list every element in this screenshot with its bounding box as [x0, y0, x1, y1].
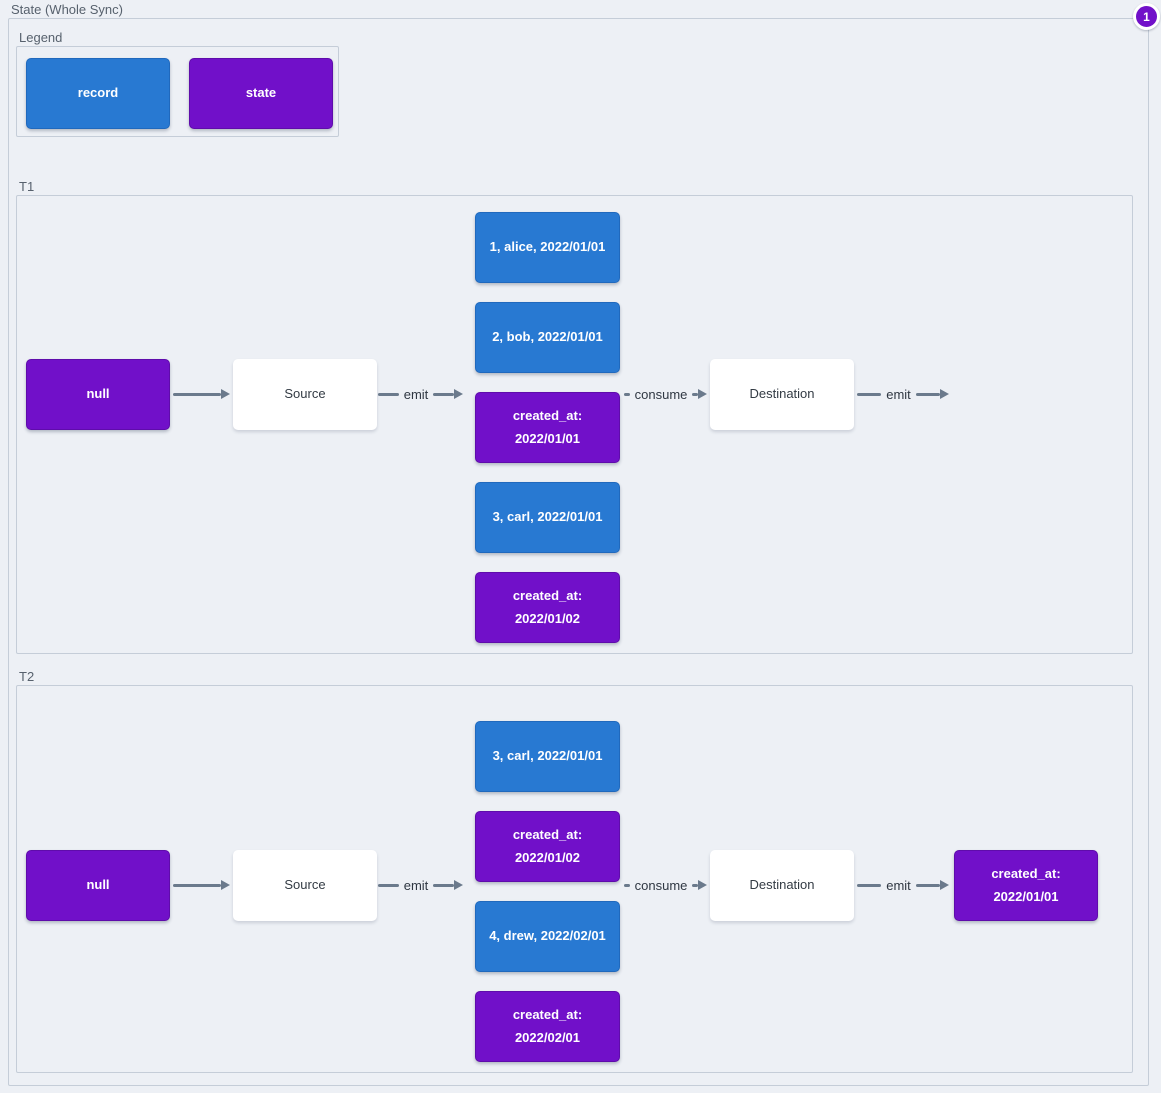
t1-source-node: Source: [233, 359, 377, 430]
stack-node: 1, alice, 2022/01/01: [475, 212, 620, 283]
stack-node: 2, bob, 2022/01/01: [475, 302, 620, 373]
arrowhead-icon: [698, 880, 707, 890]
arrow-line: [692, 392, 698, 396]
section-t2-label: T2: [19, 669, 35, 684]
t1-destination-node: Destination: [710, 359, 854, 430]
arrow-line: [173, 392, 221, 396]
arrowhead-icon: [454, 880, 463, 890]
arrow-label: emit: [403, 386, 429, 402]
arrow-line: [433, 392, 454, 396]
arrow-line: [433, 883, 454, 887]
t2-emit-out-arrow: emit: [857, 877, 949, 893]
t2-null-state-node: null: [26, 850, 170, 921]
section-t1-panel: T1 null Source emit 1, alice, 2022/01/01…: [16, 179, 1133, 654]
arrow-line: [857, 392, 882, 396]
arrowhead-icon: [221, 880, 230, 890]
arrow-label: emit: [403, 877, 429, 893]
arrow-line: [173, 883, 221, 887]
arrow-label: consume: [634, 386, 688, 402]
legend-panel: Legend record state: [16, 30, 339, 137]
stack-node: created_at: 2022/01/01: [475, 392, 620, 463]
legend-items: record state: [26, 58, 333, 129]
t1-message-stack: 1, alice, 2022/01/01 2, bob, 2022/01/01 cr…: [475, 212, 620, 643]
stack-node: 3, carl, 2022/01/01: [475, 721, 620, 792]
section-t2-panel: T2 null Source emit 3, carl, 2022/01/01 c…: [16, 669, 1133, 1073]
step-badge: 1: [1133, 3, 1160, 30]
arrow-label: emit: [886, 877, 911, 893]
legend-label: Legend: [19, 30, 63, 45]
arrow-line: [378, 883, 399, 887]
arrowhead-icon: [940, 389, 949, 399]
stack-node: created_at: 2022/01/02: [475, 811, 620, 882]
arrow-line: [915, 392, 940, 396]
arrowhead-icon: [454, 389, 463, 399]
stack-node: 3, carl, 2022/01/01: [475, 482, 620, 553]
stack-node: created_at: 2022/01/02: [475, 572, 620, 643]
arrow-label: emit: [886, 386, 911, 402]
diagram-title: State (Whole Sync): [11, 2, 123, 17]
arrow-line: [624, 883, 630, 887]
arrow-line: [857, 883, 882, 887]
t2-source-node: Source: [233, 850, 377, 921]
t2-null-to-source-arrow: [173, 878, 230, 892]
state-whole-sync-panel: State (Whole Sync): [8, 2, 1149, 1086]
t1-null-to-source-arrow: [173, 387, 230, 401]
arrow-line: [378, 392, 399, 396]
legend-record-node: record: [26, 58, 170, 129]
stack-node: 4, drew, 2022/02/01: [475, 901, 620, 972]
t2-message-stack: 3, carl, 2022/01/01 created_at: 2022/01/0…: [475, 721, 620, 1062]
stack-node: created_at: 2022/02/01: [475, 991, 620, 1062]
t2-destination-node: Destination: [710, 850, 854, 921]
t1-emit-arrow: emit: [378, 386, 463, 402]
arrow-line: [692, 883, 698, 887]
t1-emit-out-arrow: emit: [857, 386, 949, 402]
arrow-line: [915, 883, 940, 887]
arrow-label: consume: [634, 877, 688, 893]
arrowhead-icon: [698, 389, 707, 399]
section-t1-label: T1: [19, 179, 35, 194]
t1-null-state-node: null: [26, 359, 170, 430]
arrowhead-icon: [221, 389, 230, 399]
legend-state-node: state: [189, 58, 333, 129]
arrow-line: [624, 392, 630, 396]
t2-consume-arrow: consume: [624, 877, 707, 893]
t2-emit-arrow: emit: [378, 877, 463, 893]
t2-output-state-node: created_at: 2022/01/01: [954, 850, 1098, 921]
t1-consume-arrow: consume: [624, 386, 707, 402]
arrowhead-icon: [940, 880, 949, 890]
